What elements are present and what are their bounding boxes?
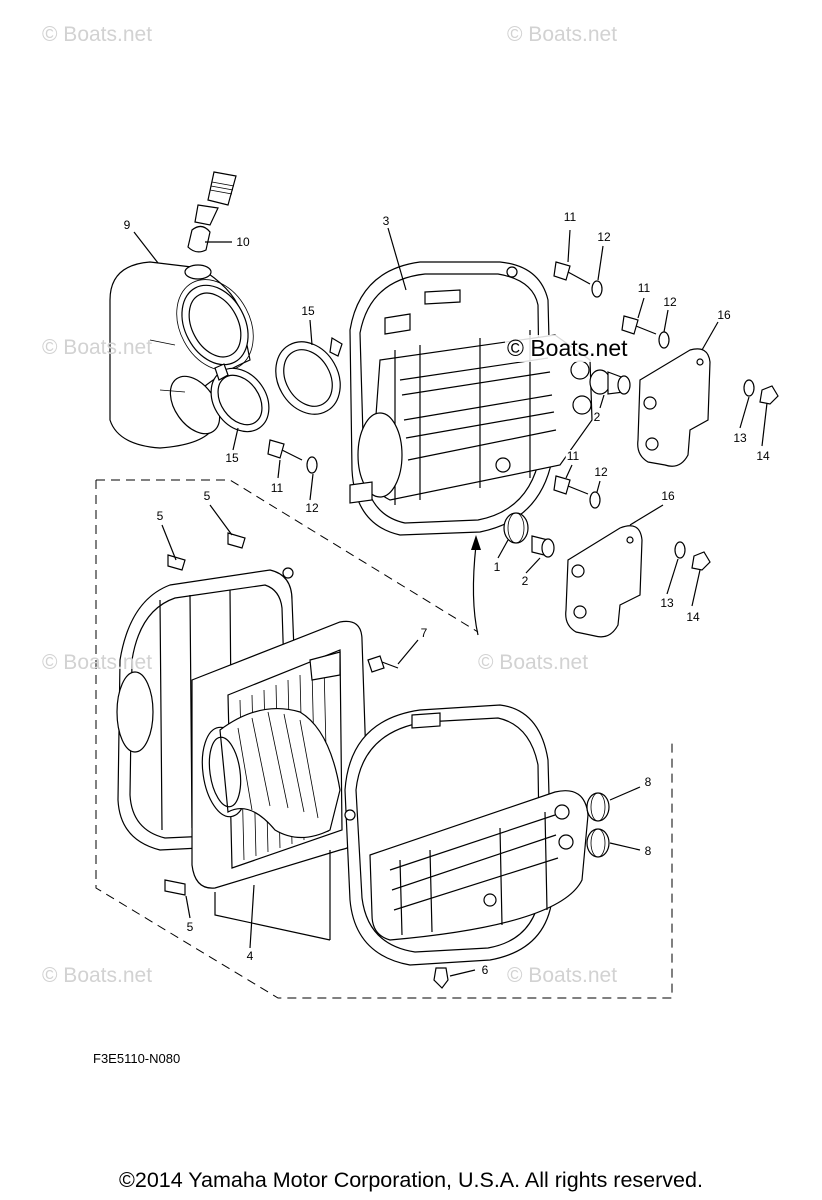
callout-12: 12: [596, 230, 612, 244]
intake-elbow: [201, 707, 341, 839]
watermark: © Boats.net: [42, 23, 153, 46]
callout-4: 4: [245, 949, 255, 963]
hose-clamps: [210, 337, 343, 433]
copyright-notice: ©2014 Yamaha Motor Corporation, U.S.A. A…: [119, 1168, 703, 1192]
callout-8: 8: [643, 844, 653, 858]
callout-10: 10: [235, 235, 251, 249]
lower-cover: [344, 704, 589, 966]
callout-13: 13: [732, 431, 748, 445]
grommets-and-collars: [503, 369, 631, 558]
callout-11: 11: [565, 449, 581, 463]
brackets-and-nuts: [565, 348, 779, 638]
bolts-and-washers: [267, 261, 670, 509]
air-duct: [109, 261, 254, 449]
leader-lines: [133, 227, 768, 977]
exploded-view-frame: [95, 479, 673, 999]
callout-15: 15: [300, 304, 316, 318]
watermark-dark: © Boats.net: [505, 335, 630, 362]
callout-14: 14: [755, 449, 771, 463]
callout-7: 7: [419, 626, 429, 640]
callout-12: 12: [593, 465, 609, 479]
callout-12: 12: [662, 295, 678, 309]
callout-14: 14: [685, 610, 701, 624]
callout-15: 15: [224, 451, 240, 465]
callout-1: 1: [492, 560, 502, 574]
callout-2: 2: [592, 410, 602, 424]
callout-9: 9: [122, 218, 132, 232]
callout-8: 8: [643, 775, 653, 789]
callout-6: 6: [480, 963, 490, 977]
callout-5: 5: [155, 509, 165, 523]
callout-13: 13: [659, 596, 675, 610]
watermark: © Boats.net: [42, 651, 153, 674]
upper-case: [349, 261, 593, 536]
callout-11: 11: [562, 210, 578, 224]
watermark: © Boats.net: [42, 964, 153, 987]
callout-2: 2: [520, 574, 530, 588]
callout-11: 11: [269, 481, 285, 495]
callout-3: 3: [381, 214, 391, 228]
watermark: © Boats.net: [507, 23, 618, 46]
callout-16: 16: [660, 489, 676, 503]
callout-5: 5: [185, 920, 195, 934]
callout-5: 5: [202, 489, 212, 503]
callout-11: 11: [636, 281, 652, 295]
watermark: © Boats.net: [478, 651, 589, 674]
callout-16: 16: [716, 308, 732, 322]
diagram-code: F3E5110-N080: [93, 1051, 181, 1066]
watermark: © Boats.net: [507, 964, 618, 987]
hose-fitting: [187, 171, 237, 253]
watermark: © Boats.net: [42, 336, 153, 359]
small-parts: [367, 655, 610, 989]
callout-12: 12: [304, 501, 320, 515]
